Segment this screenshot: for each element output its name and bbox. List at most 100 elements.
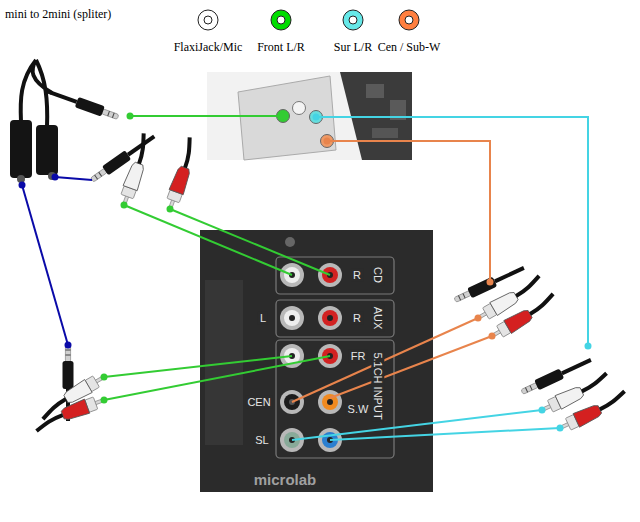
front-wire [130,115,283,117]
splitter-cable [45,86,120,122]
splitter-cable [21,60,52,127]
mic-wire [22,177,92,345]
center-wire-dot [475,315,482,322]
front-wire-dot [101,397,108,404]
swatch-hole [349,16,357,24]
front-wire [104,356,292,377]
panel-socket [322,310,338,326]
surround-wire-dot [539,407,546,414]
panel-socket [289,315,295,321]
mini-to-rca-cable [32,345,108,432]
mini-to-rca-cable [117,133,156,208]
legend-text: Front L/R [257,41,305,55]
sound-card [372,128,398,138]
front-wire-dot [101,113,287,404]
mini-to-rca-cable [488,293,560,343]
input-group-label: CD [372,265,385,285]
channel-label: CEN [245,396,272,409]
mic-wire [55,177,92,180]
surround-wire [330,428,560,440]
channel-label: FR [349,350,368,363]
mini-to-rca-cable [89,132,158,185]
panel-socket [318,306,342,330]
center-wire [330,336,492,398]
input-group-label: AUX [372,305,385,332]
legend-item [399,10,419,30]
channel-label: S.W [346,403,371,416]
speaker-panel [285,237,295,247]
center-wire-dot [324,138,496,340]
mini-to-rca-cable [32,393,107,432]
center-wire-dot [324,138,331,145]
panel-socket [327,315,333,321]
mini-to-rca-cable [520,355,631,435]
legend-item [198,10,218,30]
front-wire [104,116,330,400]
panel-socket [327,399,333,405]
channel-label: R [351,269,363,282]
legend [198,10,419,30]
legend-text: FlaxiJack/Mic [174,41,243,55]
legend-swatch [343,10,363,30]
sound-card [366,84,384,98]
mic-wire-dot [19,174,72,349]
front-wire [124,205,292,275]
sound-card [293,102,306,115]
front-wire-dot [167,206,174,213]
mic-wire-dot [52,174,59,181]
speaker-panel [276,300,394,337]
legend-item [271,10,291,30]
panel-socket [284,310,300,326]
surround-wire-dot [313,114,592,432]
channel-label: SL [253,434,270,447]
front-wire-dot [280,113,287,120]
center-wire [292,141,492,402]
center-wire-dot [489,333,496,340]
mini-to-rca-cable [474,275,546,325]
swatch-hole [277,16,285,24]
center-wire-dot [487,279,494,286]
mini-to-rca-cable [453,263,560,343]
channel-label: L [258,312,268,325]
mic-wire [22,185,68,345]
legend-item [343,10,363,30]
front-wire-dot [121,202,128,209]
center-wire [292,318,478,402]
swatch-hole [405,16,413,24]
front-wire-dot [127,113,134,120]
input-group-label: 5.1CH INPUT [372,350,385,421]
mini-to-rca-cable [163,137,202,212]
splitter-cable [10,60,120,183]
panel-socket [318,390,342,414]
surround-wire-dot [557,425,564,432]
legend-text: Sur L/R [334,41,372,55]
cable-caption: mini to 2mini (spliter) [4,8,112,22]
mini-to-rca-cable [557,390,630,435]
brand-name: microlab [251,471,320,488]
legend-swatch [399,10,419,30]
legend-swatch [198,10,218,30]
front-wire-dot [101,374,108,381]
splitter-cable [36,125,58,175]
legend-text: Cen / Sub-W [378,41,441,55]
legend-swatch [271,10,291,30]
surround-wire-dot [585,343,592,350]
panel-socket [280,263,342,452]
panel-socket [280,306,304,330]
front-wire [170,209,330,275]
surround-wire-dot [313,114,320,121]
mic-wire-dot [19,182,26,189]
speaker-panel [276,257,394,294]
surround-wire [292,117,588,440]
splitter-cable [10,120,32,178]
mini-to-rca-cable [89,132,203,212]
surround-wire [316,117,588,346]
front-wire [104,356,330,400]
center-wire [327,141,490,282]
swatch-hole [204,16,212,24]
mic-wire-dot [65,342,72,349]
channel-label: R [351,312,363,325]
